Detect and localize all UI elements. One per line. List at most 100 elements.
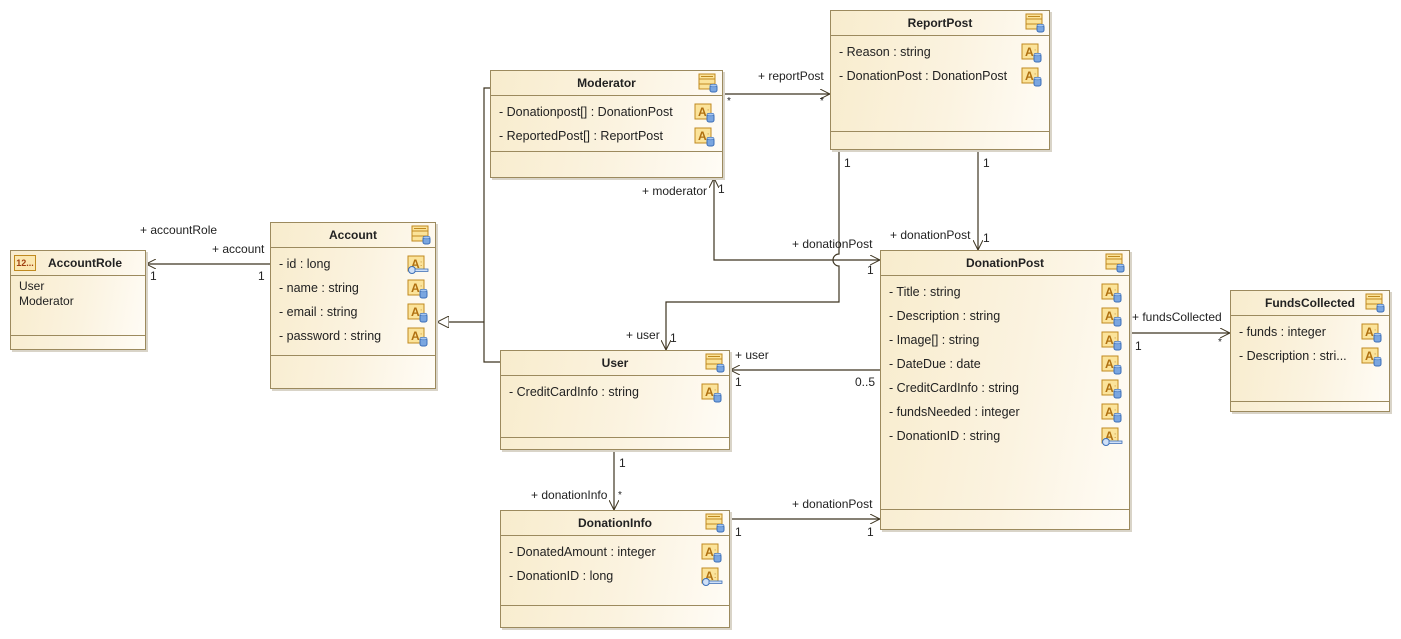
class-header: FundsCollected <box>1231 291 1389 316</box>
class-name: Account <box>329 228 377 242</box>
class-name: DonationInfo <box>578 516 652 530</box>
generalization-moderator[interactable] <box>483 87 490 322</box>
attribute-row[interactable]: - Description : stri...A: <box>1231 344 1389 368</box>
attribute-text: - funds : integer <box>1239 325 1326 339</box>
multiplicity-label: 1 <box>718 182 725 196</box>
attribute-icon: A: <box>694 127 716 147</box>
attribute-icon: A: <box>1101 283 1123 303</box>
multiplicity-label: 1 <box>670 331 677 345</box>
generalization-user[interactable] <box>483 322 500 363</box>
attribute-text: - email : string <box>279 305 358 319</box>
class-name: Moderator <box>577 76 636 90</box>
attribute-icon: A: <box>407 279 429 299</box>
svg-text:A: A <box>411 281 420 295</box>
svg-text:A: A <box>411 257 420 271</box>
class-icon <box>705 353 725 373</box>
attribute-icon: A: <box>1101 379 1123 399</box>
attribute-text: - DonatedAmount : integer <box>509 545 656 559</box>
class-moderator[interactable]: Moderator - Donationpost[] : DonationPos… <box>490 70 723 178</box>
attribute-text: - DonationID : long <box>509 569 614 583</box>
class-header: DonationPost <box>881 251 1129 276</box>
attribute-icon: A: <box>1361 323 1383 343</box>
svg-text::: : <box>1114 335 1116 344</box>
attribute-text: - Image[] : string <box>889 333 980 347</box>
multiplicity-label: * <box>727 96 731 107</box>
multiplicity-label: 1 <box>735 375 742 389</box>
svg-text:A: A <box>1365 325 1374 339</box>
attribute-row[interactable]: - funds : integer A: <box>1231 320 1389 344</box>
attribute-row[interactable]: - Image[] : string A: <box>881 328 1129 352</box>
svg-text:A: A <box>1025 69 1034 83</box>
attribute-row[interactable]: - Reason : string A: <box>831 40 1049 64</box>
attribute-icon: A: <box>1021 43 1043 63</box>
attribute-text: - Description : stri... <box>1239 349 1347 363</box>
role-label: + donationPost <box>890 228 971 242</box>
svg-text::: : <box>1034 47 1036 56</box>
attribute-icon: A: <box>1101 355 1123 375</box>
class-header: ReportPost <box>831 11 1049 36</box>
multiplicity-label: 1 <box>867 263 874 277</box>
assoc-reportpost-user[interactable] <box>666 150 840 350</box>
class-name: ReportPost <box>907 16 973 30</box>
role-label: + reportPost <box>758 69 824 83</box>
class-accountrole[interactable]: 12... AccountRole User Moderator <box>10 250 146 350</box>
role-label: + account <box>212 242 265 256</box>
svg-text:A: A <box>1105 333 1114 347</box>
assoc-moderator-donationpost[interactable] <box>714 178 880 260</box>
class-header: Moderator <box>491 71 722 96</box>
multiplicity-label: 1 <box>983 231 990 245</box>
attribute-row[interactable]: - ReportedPost[] : ReportPost A: <box>491 124 722 148</box>
attribute-row[interactable]: - DateDue : date A: <box>881 352 1129 376</box>
class-name: AccountRole <box>47 256 122 270</box>
role-label: + donationPost <box>792 237 873 251</box>
class-icon <box>698 73 718 93</box>
multiplicity-label: 1 <box>983 156 990 170</box>
svg-text::: : <box>714 547 716 556</box>
svg-text:A: A <box>411 305 420 319</box>
svg-text:A: A <box>705 385 714 399</box>
key-attribute-icon: A: <box>407 255 429 275</box>
attribute-text: - Reason : string <box>839 45 931 59</box>
class-header: 12... AccountRole <box>11 251 145 276</box>
svg-text:A: A <box>1105 381 1114 395</box>
role-label: + donationPost <box>792 497 873 511</box>
svg-text:A: A <box>1105 285 1114 299</box>
svg-text::: : <box>1114 311 1116 320</box>
svg-text::: : <box>420 283 422 292</box>
attribute-text: - DateDue : date <box>889 357 981 371</box>
svg-text:A: A <box>705 569 714 583</box>
role-label: + user <box>735 348 769 362</box>
multiplicity-label: * <box>820 96 824 107</box>
role-label: + fundsCollected <box>1132 310 1222 324</box>
multiplicity-label: 0..5 <box>855 375 876 389</box>
attribute-text: - ReportedPost[] : ReportPost <box>499 129 663 143</box>
key-attribute-icon: A: <box>1101 427 1123 447</box>
role-label: + moderator <box>642 184 708 198</box>
svg-text:A: A <box>1105 309 1114 323</box>
svg-text::: : <box>1114 407 1116 416</box>
